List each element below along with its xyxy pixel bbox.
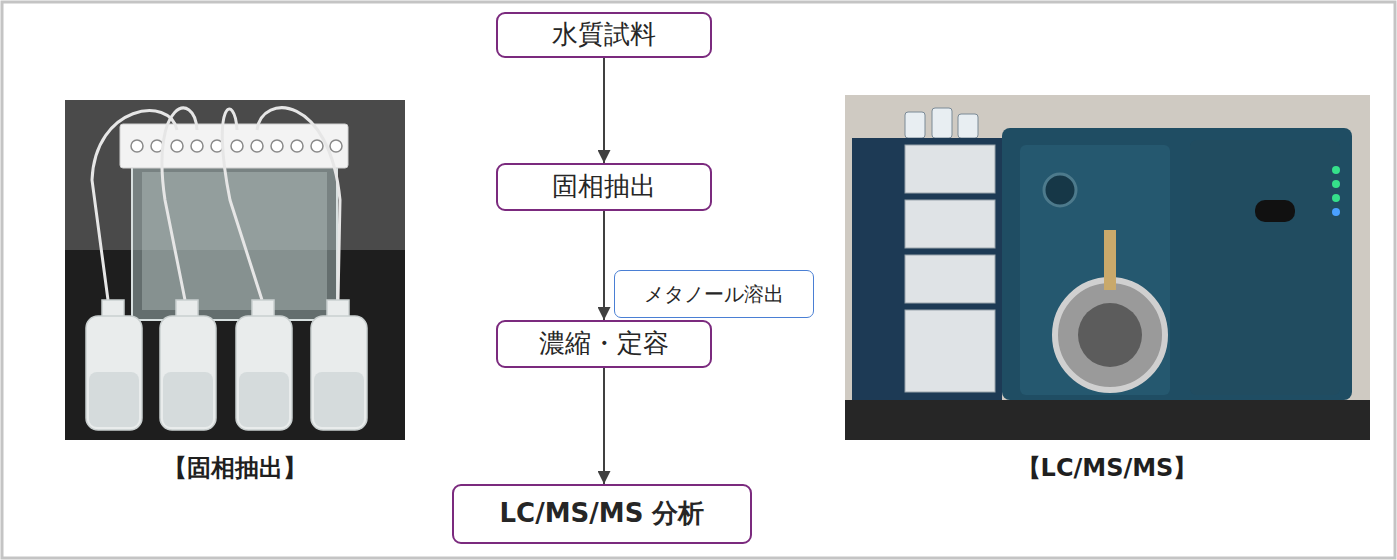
ion-source [1055, 280, 1165, 390]
manifold-lid [120, 124, 348, 168]
node-text: 濃縮・定容 [539, 328, 669, 359]
photo-wall [65, 100, 405, 440]
bottle-body [311, 316, 367, 430]
process-box: 固相抽出 [496, 163, 712, 211]
port [291, 140, 303, 152]
ms-front-panel [1020, 145, 1170, 395]
node-text: LC/MS/MS 分析 [500, 498, 705, 529]
lc-stack [852, 138, 1002, 400]
port [231, 140, 243, 152]
ms-handle [1255, 200, 1295, 222]
ms-port [1044, 174, 1076, 206]
liquid [163, 372, 213, 427]
led [1332, 208, 1340, 216]
module-front [905, 255, 995, 303]
tubes [92, 108, 340, 300]
bottle [932, 108, 952, 138]
tube [222, 109, 262, 300]
led [1332, 194, 1340, 202]
led [1332, 166, 1340, 174]
node-text: メタノール溶出 [644, 282, 784, 306]
module-front [905, 145, 995, 193]
led [1332, 180, 1340, 188]
process-box: 濃縮・定容 [496, 320, 712, 368]
photo-caption: 【LC/MS/MS】 [1017, 452, 1198, 484]
liquid [239, 372, 289, 427]
source-probe [1104, 230, 1116, 290]
sample-bottles [86, 300, 367, 430]
tube [257, 108, 340, 300]
port [311, 140, 323, 152]
lc-modules [905, 145, 995, 392]
liquid [314, 372, 364, 427]
flow-arrow [603, 211, 605, 320]
solvent-bottles [905, 108, 978, 138]
photo-wall [845, 95, 1370, 440]
spe-photo [65, 100, 405, 440]
tube [162, 108, 197, 300]
port [131, 140, 143, 152]
liquid [89, 372, 139, 427]
bottle-liquid [89, 372, 364, 427]
bottle [958, 114, 978, 138]
port [330, 140, 342, 152]
bottle-body [86, 316, 142, 430]
bottle-body [160, 316, 216, 430]
bottle [905, 112, 925, 138]
port [171, 140, 183, 152]
status-leds [1332, 166, 1340, 216]
ms-side-panel [1190, 140, 1340, 395]
lcmsms-photo [845, 95, 1370, 440]
flow-arrow [603, 368, 605, 484]
port [191, 140, 203, 152]
port [271, 140, 283, 152]
step-note-box: メタノール溶出 [614, 270, 814, 318]
module-front [905, 310, 995, 392]
port [251, 140, 263, 152]
result-box: LC/MS/MS 分析 [452, 484, 752, 544]
node-text: 水質試料 [552, 19, 656, 50]
photo-caption: 【固相抽出】 [163, 452, 307, 484]
photo-bench [845, 400, 1370, 440]
ms-body [1002, 128, 1352, 400]
tank-inner [142, 172, 327, 310]
node-text: 固相抽出 [552, 171, 656, 202]
flow-arrow [603, 58, 605, 163]
module-front [905, 200, 995, 248]
process-box: 水質試料 [496, 12, 712, 58]
ion-source-window [1078, 303, 1142, 367]
bottle-body [236, 316, 292, 430]
